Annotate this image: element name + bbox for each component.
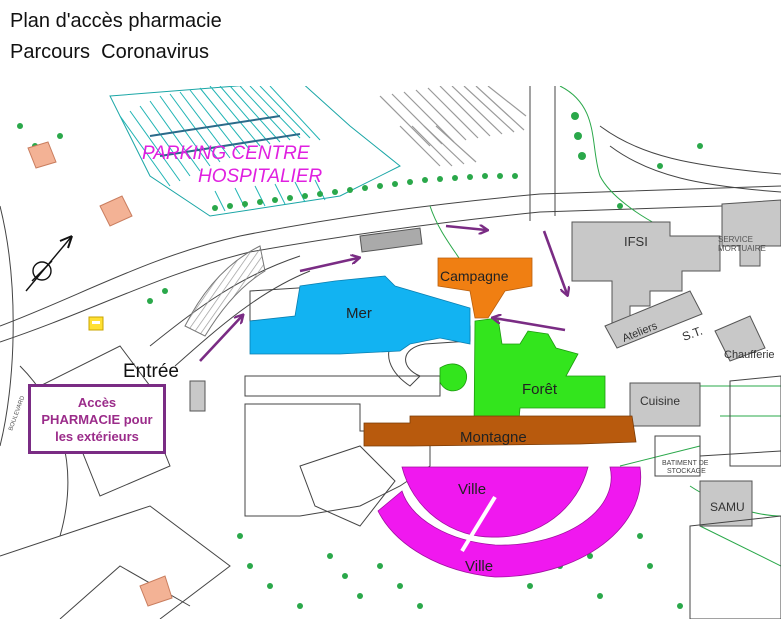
zone-label-ville-outer: Ville <box>465 558 493 575</box>
zone-label-mer: Mer <box>346 305 372 322</box>
parking-label-line1: PARKING CENTRE <box>142 143 310 164</box>
zone-label-montagne: Montagne <box>460 429 527 446</box>
callout-line3: les extérieurs <box>55 428 139 444</box>
building-label-mortuaire: MORTUAIRE <box>718 244 766 253</box>
parking-area-east <box>379 86 527 167</box>
building-label-st: S.T. <box>680 324 704 344</box>
zone-mer <box>249 275 471 355</box>
building-label-cuisine: Cuisine <box>640 394 680 408</box>
parking-area <box>109 86 401 217</box>
zone-campagne <box>437 257 533 319</box>
map-title-line2: Parcours Coronavirus <box>10 41 209 63</box>
pharmacy-access-callout: Accès PHARMACIE pour les extérieurs <box>28 384 166 454</box>
hatched-area <box>184 245 266 337</box>
building-label-stockage: STOCKAGE <box>667 468 706 475</box>
map-title-line1: Plan d'accès pharmacie <box>10 10 222 32</box>
callout-line2: PHARMACIE pour <box>41 411 153 427</box>
road-network <box>0 86 781 619</box>
north-arrow-icon <box>25 235 73 292</box>
gray-buildings <box>189 199 781 527</box>
zone-montagne <box>363 415 637 447</box>
callout-line1: Accès <box>77 394 117 410</box>
zone-foret-small <box>439 363 468 392</box>
zone-label-ville-inner: Ville <box>458 481 486 498</box>
building-label-chaufferie: Chaufferie <box>724 349 775 361</box>
building-label-ifsi: IFSI <box>624 234 648 249</box>
entrance-label: Entrée <box>123 361 179 382</box>
building-label-samu: SAMU <box>710 500 745 514</box>
ville-divider <box>460 495 497 553</box>
road-label-boulevard: BOULEVARD <box>8 395 26 432</box>
zone-ville-outer <box>377 466 642 578</box>
zone-ville-inner <box>401 466 589 538</box>
small-buildings <box>27 141 173 607</box>
zone-foret <box>473 317 606 432</box>
zone-label-foret: Forêt <box>522 381 558 398</box>
parking-label-line2: HOSPITALIER <box>198 166 323 187</box>
parking-marker-icon-detail <box>92 321 100 324</box>
hospital-site-map: PARKING CENTRE HOSPITALIER Mer Campagne … <box>0 86 781 619</box>
zone-label-campagne: Campagne <box>440 268 509 284</box>
building-label-service: SERVICE <box>718 235 753 244</box>
building-label-batiment: BATIMENT DE <box>662 460 709 467</box>
route-arrows <box>199 226 567 362</box>
